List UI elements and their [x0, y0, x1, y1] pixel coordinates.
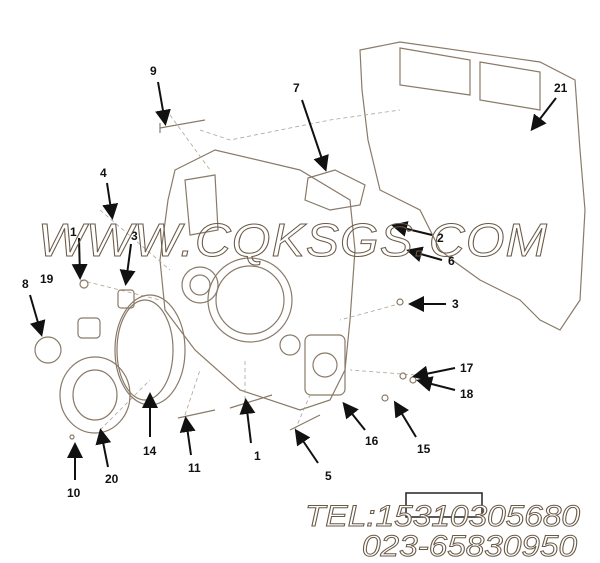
callout-1: 1 — [70, 225, 77, 239]
callout-3b: 3 — [452, 297, 459, 311]
callout-labels: 9 7 21 4 1 3 2 6 19 8 3 17 18 16 15 14 1… — [22, 64, 568, 500]
callout-15: 15 — [417, 442, 431, 456]
callout-19: 19 — [40, 272, 54, 286]
callout-8: 8 — [22, 277, 29, 291]
bracket — [304, 169, 366, 211]
callout-9: 9 — [150, 64, 157, 78]
callout-17: 17 — [460, 361, 474, 375]
callout-14: 14 — [143, 444, 157, 458]
watermark-phone: 023-65830950 — [362, 530, 577, 563]
watermark-tel: TEL:15310305680 — [305, 500, 580, 533]
callout-10: 10 — [67, 486, 81, 500]
callout-3: 3 — [131, 229, 138, 243]
callout-arrows — [29, 81, 557, 480]
seal-ring — [114, 294, 186, 406]
callout-6: 6 — [448, 254, 455, 268]
callout-21: 21 — [554, 81, 568, 95]
figure-code-box — [405, 492, 483, 518]
gear-cover — [159, 149, 356, 411]
callout-1b: 1 — [254, 449, 261, 463]
seal-cover — [59, 356, 131, 434]
watermark-website: WWW.CQKSGS.COM — [38, 214, 548, 266]
callout-2: 2 — [437, 231, 444, 245]
gasket — [359, 41, 586, 331]
callout-20: 20 — [105, 472, 119, 486]
callout-7: 7 — [293, 81, 300, 95]
callout-18: 18 — [460, 387, 474, 401]
callout-5: 5 — [325, 469, 332, 483]
callout-11: 11 — [188, 461, 201, 475]
callout-16: 16 — [365, 434, 379, 448]
callout-4: 4 — [100, 166, 107, 180]
